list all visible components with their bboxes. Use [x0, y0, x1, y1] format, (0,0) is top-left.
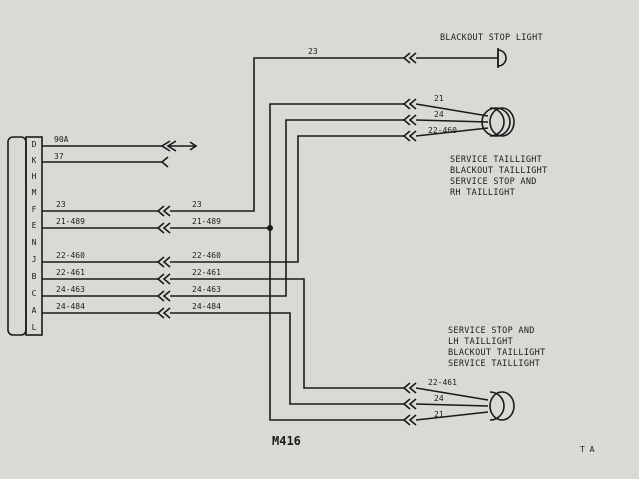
lh-taillight-lamp-icon	[489, 391, 515, 421]
wire-label: 21	[434, 410, 444, 419]
rh-label-line: RH TAILLIGHT	[450, 188, 515, 198]
lh-label-line: LH TAILLIGHT	[448, 337, 513, 347]
pin-label: M	[32, 188, 37, 197]
pin-label: E	[32, 221, 37, 230]
connector-pin-column	[25, 136, 43, 336]
wire-label: 22-461	[428, 378, 457, 387]
rh-label-line: SERVICE STOP AND	[450, 177, 537, 187]
wire-lamp-lead	[415, 119, 489, 123]
lamps	[481, 48, 515, 421]
terminal-arrow	[160, 156, 169, 168]
wire-label: 24	[434, 394, 444, 403]
wire-label: 21	[434, 94, 444, 103]
pin-label: N	[32, 238, 37, 247]
wire-lamp-lead	[415, 403, 489, 407]
wire-label: 22-460	[192, 251, 221, 260]
pin-label: H	[32, 172, 37, 181]
rh-label-line: BLACKOUT TAILLIGHT	[450, 166, 548, 176]
wire-label: 37	[54, 152, 64, 161]
wire-lamp-lead	[415, 127, 489, 137]
wire-label: 21-489	[192, 217, 221, 226]
wire-lamp-lead	[415, 411, 489, 421]
connector-pins: D K H M F E N J B C A L	[32, 140, 37, 332]
wire-label: 22-461	[56, 268, 85, 277]
connector-chevron	[156, 256, 171, 268]
pin-label: K	[32, 156, 37, 165]
pin-label: J	[32, 255, 37, 264]
pin-label: B	[32, 272, 37, 281]
wire-23-route	[170, 57, 404, 212]
wire-label: 22-461	[192, 268, 221, 277]
wire-label: 24-484	[56, 302, 85, 311]
wire-label: 23	[308, 47, 318, 56]
wire-label: 24-484	[192, 302, 221, 311]
pin-label: C	[32, 289, 37, 298]
pin-label: L	[32, 323, 37, 332]
wire-label: 90A	[54, 135, 69, 144]
pin-label: A	[32, 306, 37, 315]
terminal-arrow	[189, 141, 198, 151]
blackout-stop-light-label: BLACKOUT STOP LIGHT	[440, 33, 543, 43]
connector-chevron	[402, 414, 417, 426]
connector-chevron	[402, 382, 417, 394]
wires	[42, 52, 498, 426]
lh-label-line: BLACKOUT TAILLIGHT	[448, 348, 546, 358]
wire-lamp-lead	[415, 387, 489, 401]
lh-label-line: SERVICE TAILLIGHT	[448, 359, 540, 369]
diagram-title: M416	[272, 434, 301, 448]
connector-chevron	[402, 130, 417, 142]
wire-24-484-route	[170, 312, 404, 405]
connector-chevron	[156, 222, 171, 234]
connector-chevron	[402, 114, 417, 126]
wire-label: 24-463	[192, 285, 221, 294]
wire-label: 22-460	[428, 126, 457, 135]
top-wire-labels: 23 21 24 22-460	[308, 47, 457, 135]
connector-chevron	[156, 273, 171, 285]
rh-label-line: SERVICE TAILLIGHT	[450, 155, 542, 165]
connector-chevron	[402, 98, 417, 110]
blackout-stop-lamp-icon	[497, 48, 507, 68]
wire-label: 22-460	[56, 251, 85, 260]
connector-outer	[7, 136, 27, 336]
connector-wire-labels: 90A 37 23 21-489 22-460 22-461 24-463 24…	[54, 135, 85, 311]
connector-chevron	[402, 398, 417, 410]
mid-wire-labels: 23 21-489 22-460 22-461 24-463 24-484	[192, 200, 221, 311]
wire-label: 24	[434, 110, 444, 119]
wire-label: 23	[56, 200, 66, 209]
wire-22-460-route	[170, 135, 404, 263]
lh-label-line: SERVICE STOP AND	[448, 326, 535, 336]
wire-label: 21-489	[56, 217, 85, 226]
wire-label: 23	[192, 200, 202, 209]
connector-block: D K H M F E N J B C A L	[7, 136, 43, 336]
wire-lamp-lead	[415, 103, 489, 117]
corner-mark: T A	[580, 445, 595, 454]
connector-chevron	[156, 307, 171, 319]
rh-taillight-lamp-icon	[481, 107, 515, 137]
pin-label: D	[32, 140, 37, 149]
wire-21-top	[269, 103, 404, 228]
connector-chevron	[156, 205, 171, 217]
wire-21-bottom	[269, 228, 404, 421]
connector-chevron	[402, 52, 417, 64]
wire-24-463-route	[170, 119, 404, 297]
connector-chevron	[156, 290, 171, 302]
component-labels: BLACKOUT STOP LIGHT SERVICE TAILLIGHT BL…	[440, 33, 548, 369]
bottom-wire-labels: 22-461 24 21	[428, 378, 457, 419]
wire-22-461-route	[170, 278, 404, 389]
wire-label: 24-463	[56, 285, 85, 294]
pin-label: F	[32, 205, 37, 214]
